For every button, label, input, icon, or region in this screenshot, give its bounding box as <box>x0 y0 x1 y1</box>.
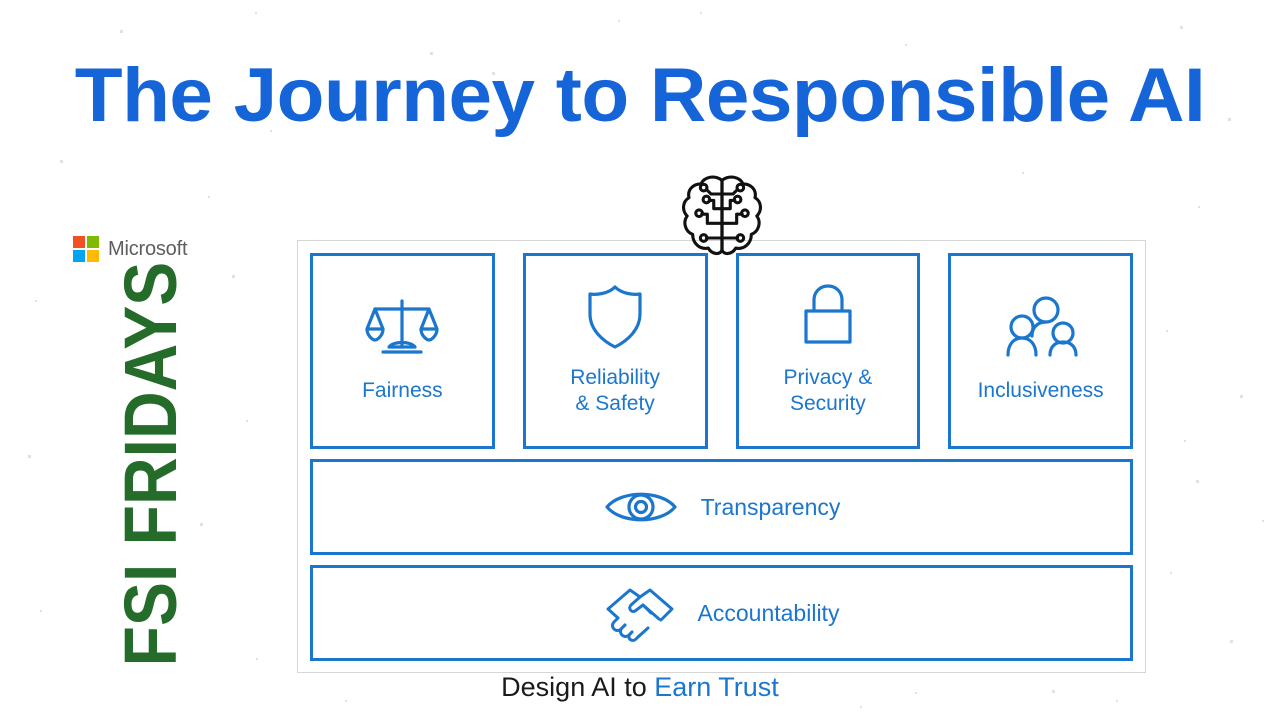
fsi-fridays-label: FSI FRIDAYS <box>108 261 192 667</box>
bar-label-transparency: Transparency <box>700 493 841 520</box>
pillar-label-line2: Security <box>789 392 866 415</box>
microsoft-brand-lockup: Microsoft <box>73 236 188 262</box>
scales-balance-icon <box>363 294 441 366</box>
handshake-icon <box>604 584 676 642</box>
responsible-ai-diagram: Fairness Reliability & Safety <box>297 240 1146 673</box>
footer-prefix: Design AI to <box>501 672 655 702</box>
pillar-card-inclusiveness[interactable]: Inclusiveness <box>948 253 1133 449</box>
page-title: The Journey to Responsible AI <box>74 53 1206 138</box>
shield-icon <box>584 281 646 353</box>
eye-icon <box>603 484 679 530</box>
pillar-label-line1: Privacy & <box>783 365 873 389</box>
people-group-icon <box>1001 294 1081 366</box>
pillar-label-reliability-safety: Reliability & Safety <box>570 365 660 417</box>
bar-label-accountability: Accountability <box>697 599 840 626</box>
pillar-label-line2: & Safety <box>575 392 655 415</box>
padlock-icon <box>799 281 857 353</box>
pillar-card-privacy-security[interactable]: Privacy & Security <box>735 253 921 449</box>
footer-accent: Earn Trust <box>654 672 779 702</box>
pillar-card-reliability-safety[interactable]: Reliability & Safety <box>522 253 708 449</box>
bar-transparency[interactable]: Transparency <box>310 459 1133 555</box>
pillar-label-privacy-security: Privacy & Security <box>784 365 873 417</box>
pillar-label-fairness: Fairness <box>362 378 443 402</box>
pillar-label-inclusiveness: Inclusiveness <box>977 378 1104 402</box>
bar-accountability[interactable]: Accountability <box>310 565 1133 661</box>
brain-circuit-icon <box>682 175 762 256</box>
microsoft-logo-icon <box>73 236 99 262</box>
fsi-fridays-banner: FSI FRIDAYS <box>108 234 192 694</box>
footer-tagline: Design AI to Earn Trust <box>0 672 1280 703</box>
pillar-card-fairness[interactable]: Fairness <box>310 253 495 449</box>
pillars-row: Fairness Reliability & Safety <box>310 253 1133 449</box>
pillar-label-line1: Reliability <box>570 365 661 389</box>
microsoft-wordmark: Microsoft <box>108 238 188 260</box>
